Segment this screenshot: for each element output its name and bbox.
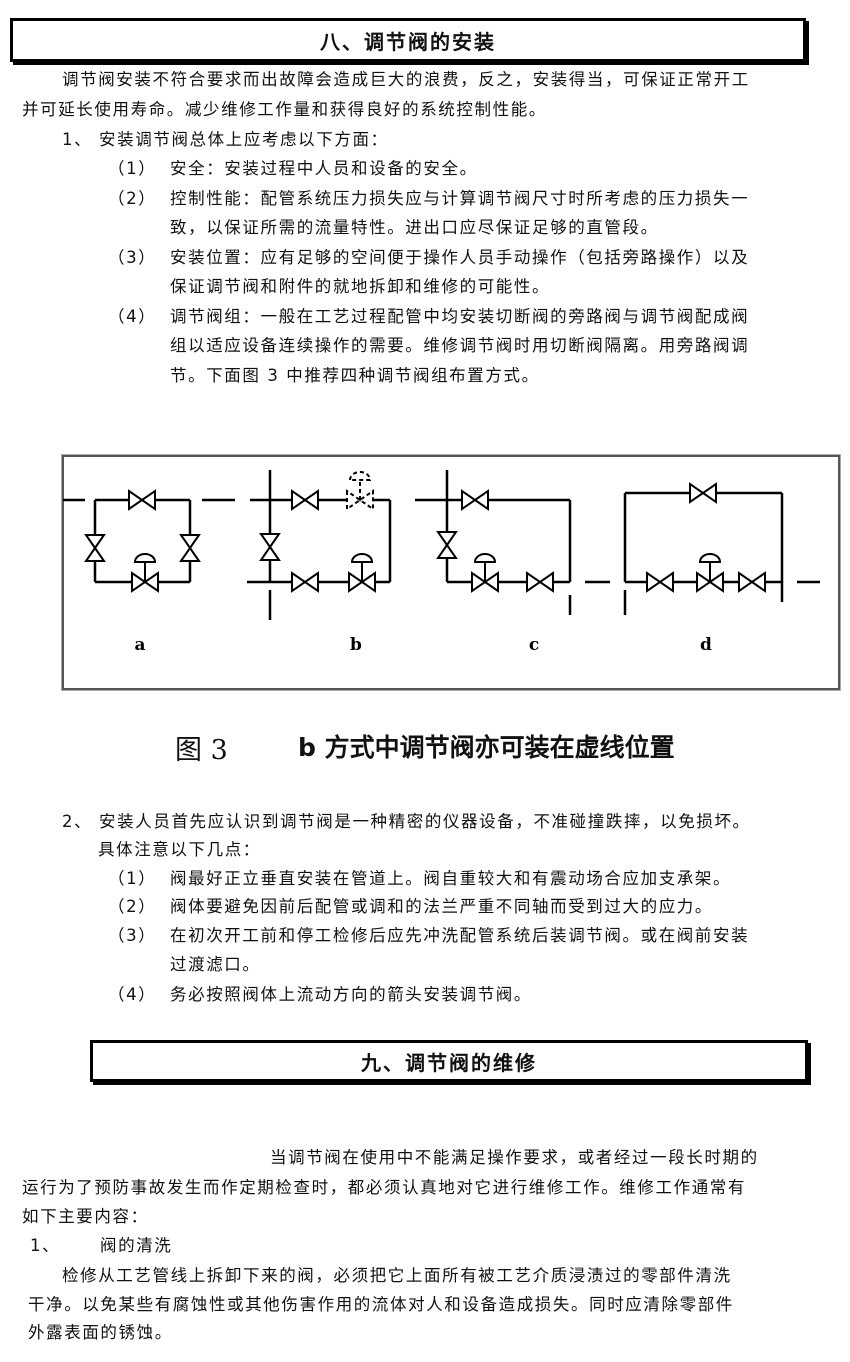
point-1-heading: 1、 安装调节阀总体上应考虑以下方面： bbox=[62, 130, 389, 149]
item-number: （2） bbox=[108, 897, 157, 916]
item-text: 过渡滤口。 bbox=[170, 955, 261, 974]
figure-label-d: d bbox=[700, 635, 712, 655]
point-2-heading: 2、 安装人员首先应认识到调节阀是一种精密的仪器设备，不准碰撞跌摔，以免损坏。 bbox=[62, 812, 751, 831]
figure-number: 图 3 bbox=[175, 735, 228, 766]
control-valve-actuator-icon bbox=[133, 553, 157, 563]
intro-line: 运行为了预防事故发生而作定期检查时，都必须认真地对它进行维修工作。维修工作通常有 bbox=[22, 1178, 746, 1197]
figure-3-diagram bbox=[62, 455, 840, 690]
valve-icon bbox=[689, 482, 717, 504]
valve-icon bbox=[291, 489, 319, 511]
valve-icon bbox=[526, 571, 554, 593]
item-text: 安全：安装过程中人员和设备的安全。 bbox=[170, 159, 478, 178]
figure-label-c: c bbox=[529, 635, 539, 655]
item-number: （1） bbox=[108, 159, 157, 178]
valve-icon bbox=[436, 531, 458, 559]
point-2-heading: 具体注意以下几点： bbox=[98, 840, 261, 859]
item-number: （4） bbox=[108, 307, 157, 326]
item-text: 阀体要避免因前后配管或调和的法兰严重不同轴而受到过大的应力。 bbox=[170, 897, 713, 916]
control-valve-actuator-icon bbox=[350, 553, 374, 563]
item-text: 外露表面的锈蚀。 bbox=[28, 1323, 173, 1342]
item-text: 在初次开工前和停工检修后应先冲洗配管系统后装调节阀。或在阀前安装 bbox=[170, 926, 750, 945]
item-text: 保证调节阀和附件的就地拆卸和维修的可能性。 bbox=[170, 277, 551, 296]
valve-icon bbox=[84, 534, 106, 562]
figure-label-a: a bbox=[134, 635, 145, 655]
section-8-title: 八、调节阀的安装 bbox=[10, 18, 806, 62]
item-text: 致，以保证所需的流量特性。进出口应尽保证足够的直管段。 bbox=[170, 218, 659, 237]
section-9-title: 九、调节阀的维修 bbox=[90, 1040, 808, 1082]
item-text: 控制性能：配管系统压力损失应与计算调节阀尺寸时所考虑的压力损失一 bbox=[170, 189, 750, 208]
valve-icon bbox=[646, 571, 674, 593]
item-text: 组以适应设备连续操作的需要。维修调节阀时用切断阀隔离。用旁路阀调 bbox=[170, 336, 750, 355]
item-text: 务必按照阀体上流动方向的箭头安装调节阀。 bbox=[170, 985, 532, 1004]
item-number: （1） bbox=[108, 869, 157, 888]
figure-caption: b 方式中调节阀亦可装在虚线位置 bbox=[298, 733, 675, 762]
valve-icon bbox=[738, 571, 766, 593]
item-text: 干净。以免某些有腐蚀性或其他伤害作用的流体对人和设备造成损失。同时应清除零部件 bbox=[28, 1295, 734, 1314]
item-text: 节。下面图 3 中推荐四种调节阀组布置方式。 bbox=[170, 366, 540, 385]
valve-icon bbox=[461, 489, 489, 511]
item-number: 1、 bbox=[30, 1236, 61, 1255]
control-valve-actuator-icon bbox=[473, 553, 497, 563]
valve-icon bbox=[179, 534, 201, 562]
intro-line: 如下主要内容： bbox=[22, 1207, 149, 1226]
intro-line: 当调节阀在使用中不能满足操作要求，或者经过一段长时期的 bbox=[270, 1148, 759, 1167]
intro-line: 并可延长使用寿命。减少维修工作量和获得良好的系统控制性能。 bbox=[22, 100, 547, 119]
item-text: 检修从工艺管线上拆卸下来的阀，必须把它上面所有被工艺介质浸渍过的零部件清洗 bbox=[62, 1266, 732, 1285]
item-number: （3） bbox=[108, 926, 157, 945]
control-valve-actuator-icon bbox=[698, 553, 722, 563]
valve-icon bbox=[259, 533, 281, 561]
control-valve-actuator-icon bbox=[348, 471, 372, 481]
item-text: 调节阀组：一般在工艺过程配管中均安装切断阀的旁路阀与调节阀配成阀 bbox=[170, 307, 750, 326]
valve-icon bbox=[128, 489, 156, 511]
item-text: 安装位置：应有足够的空间便于操作人员手动操作（包括旁路操作）以及 bbox=[170, 248, 750, 267]
valve-icon bbox=[291, 571, 319, 593]
figure-label-b: b bbox=[350, 635, 362, 655]
item-text: 阀最好正立垂直安装在管道上。阀自重较大和有震动场合应加支承架。 bbox=[170, 869, 732, 888]
item-title: 阀的清洗 bbox=[100, 1236, 173, 1255]
valve-arrangement-drawing: a b c d bbox=[63, 470, 820, 655]
intro-line: 调节阀安装不符合要求而出故障会造成巨大的浪费，反之，安装得当，可保证正常开工 bbox=[62, 70, 750, 89]
item-number: （2） bbox=[108, 189, 157, 208]
item-number: （4） bbox=[108, 985, 157, 1004]
item-number: （3） bbox=[108, 248, 157, 267]
